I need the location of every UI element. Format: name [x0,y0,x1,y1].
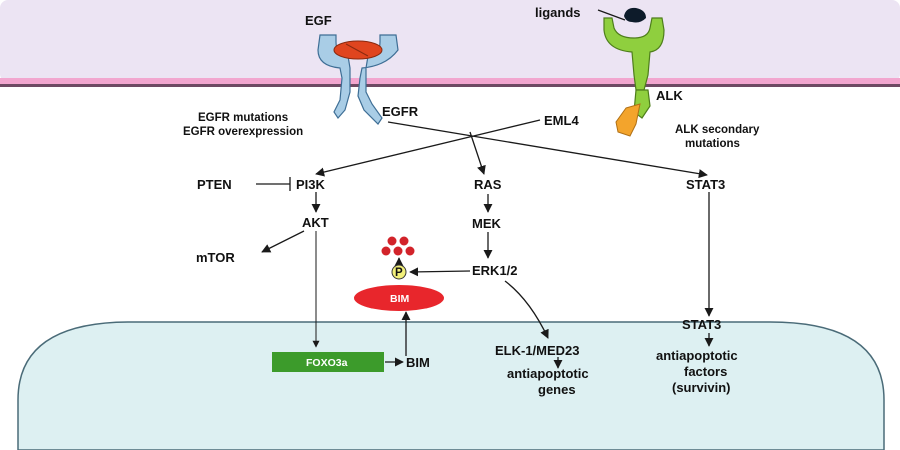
bim-ellipse [354,285,444,311]
bim-degradation-dots [381,236,415,256]
foxo3a-label: FOXO3a [306,357,348,369]
arrow-erk-p [409,267,471,277]
mek-label: MEK [472,216,502,231]
alk-receptor [603,7,665,137]
eml4-label: EML4 [544,113,579,128]
arrow-egfr-stat3 [387,121,708,179]
ligands-pointer [597,9,626,21]
antiapoptotic-factors-label-3: (survivin) [672,380,731,395]
alk-label: ALK [656,88,683,103]
egfr-receptor [317,34,399,125]
mtor-label: mTOR [196,250,235,265]
extracellular-space [0,0,900,82]
arrow-eml4-pi3k [315,119,541,177]
antiapoptotic-factors-label-1: antiapoptotic [656,348,738,363]
arrow-egfr-ras [469,131,486,175]
plasma-membrane [0,78,900,84]
stat3-label: STAT3 [686,177,725,192]
nucleus [17,321,885,450]
phospho-label: P [395,267,403,279]
alk-ligand-icon [624,7,646,23]
ligands-label: ligands [535,5,581,20]
arrow-akt-mtor [261,230,305,253]
pi3k-label: PI3K [296,177,326,192]
bim-nuclear-label: BIM [406,355,430,370]
egfr-overexpression-label: EGFR overexpression [183,126,303,138]
egf-label: EGF [305,13,332,28]
antiapoptotic-genes-label-2: genes [538,382,576,397]
alk-secondary-label-1: ALK secondary [675,124,760,136]
alk-secondary-mutation-domain [615,103,641,137]
foxo3a-box [272,352,384,372]
bim-label: BIM [390,293,410,305]
egfr-mutations-label: EGFR mutations [198,112,288,124]
antiapoptotic-genes-label-1: antiapoptotic [507,366,589,381]
stat3-nuclear-label: STAT3 [682,317,721,332]
pten-label: PTEN [197,177,232,192]
plasma-membrane-edge [0,84,900,87]
erk-label: ERK1/2 [472,263,518,278]
egfr-label: EGFR [382,104,419,119]
antiapoptotic-factors-label-2: factors [684,364,727,379]
alk-secondary-label-2: mutations [685,138,740,150]
ras-label: RAS [474,177,502,192]
elk-label: ELK-1/MED23 [495,343,580,358]
arrow-erk-elk [504,280,549,339]
phospho-circle [391,264,407,280]
akt-label: AKT [302,215,329,230]
